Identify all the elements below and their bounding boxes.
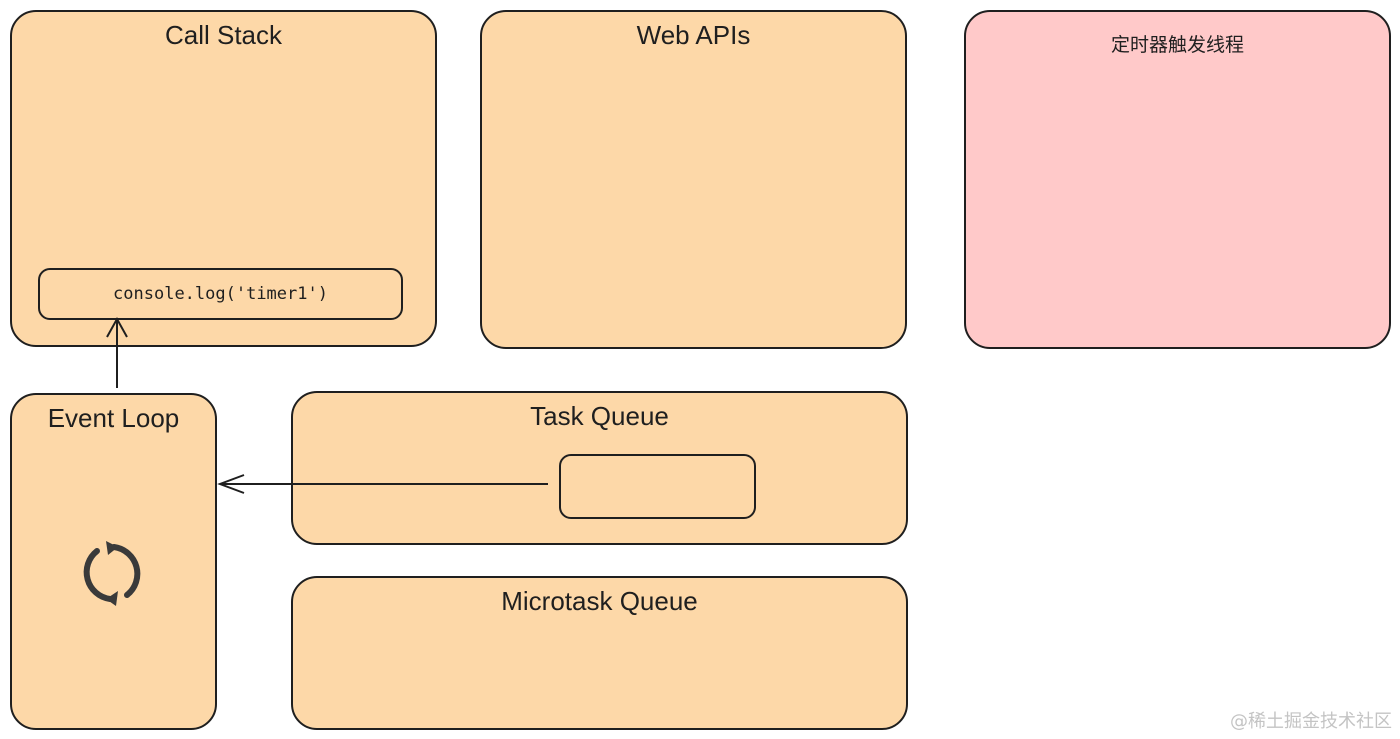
event-loop-title: Event Loop — [47, 403, 180, 433]
task-queue-title: Task Queue — [530, 401, 669, 431]
web-apis-title: Web APIs — [636, 20, 751, 50]
task-queue-panel: Task Queue — [291, 391, 908, 545]
call-stack-panel: Call Stack console.log('timer1') — [10, 10, 437, 347]
watermark: @稀土掘金技术社区 — [1230, 711, 1392, 732]
microtask-queue-title: Microtask Queue — [501, 586, 698, 616]
call-stack-title: Call Stack — [164, 20, 283, 50]
web-apis-panel: Web APIs — [480, 10, 907, 349]
microtask-queue-panel: Microtask Queue — [291, 576, 908, 730]
event-loop-panel: Event Loop — [10, 393, 217, 730]
stack-frame: console.log('timer1') — [38, 268, 403, 320]
refresh-cycle-icon — [83, 541, 141, 606]
task-queue-item — [559, 454, 756, 519]
timer-thread-title: 定时器触发线程 — [1110, 35, 1244, 56]
timer-thread-panel: 定时器触发线程 — [964, 10, 1391, 349]
